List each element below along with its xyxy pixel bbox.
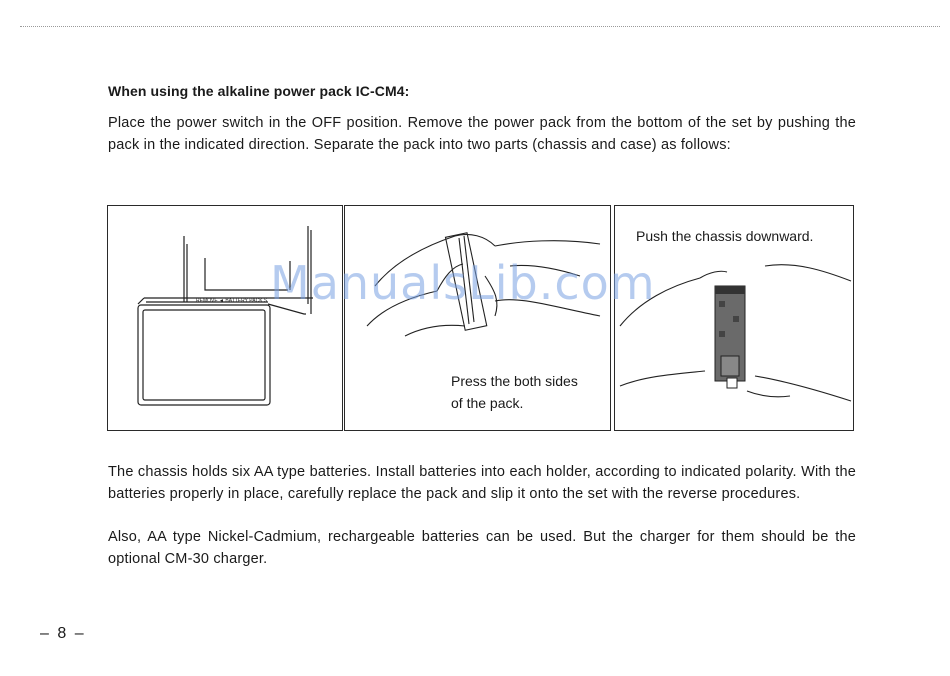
watermark-text: ManualsLib.com: [270, 256, 656, 310]
figure-remove-pack: REMOVE ◄ BATTERY PACK S: [107, 205, 343, 431]
body-paragraph-2: Also, AA type Nickel-Cadmium, rechargeab…: [108, 527, 856, 570]
caption-line-2: of the pack.: [451, 395, 524, 411]
figure-press-sides: Press the both sides of the pack.: [344, 205, 611, 431]
push-chassis-illustration: Push the chassis downward.: [619, 228, 852, 402]
caption-line-1: Press the both sides: [451, 373, 578, 389]
press-sides-illustration: Press the both sides of the pack.: [366, 232, 601, 414]
scan-artifact-line: [20, 26, 940, 27]
body-text-2: Also, AA type Nickel-Cadmium, rechargeab…: [108, 529, 856, 567]
pack-label-text: REMOVE ◄ BATTERY PACK S: [196, 298, 268, 304]
push-chassis-caption: Push the chassis downward.: [636, 228, 814, 244]
page-number: – 8 –: [40, 625, 86, 642]
body-paragraph-1: The chassis holds six AA type batteries.…: [108, 462, 856, 505]
intro-text: Place the power switch in the OFF positi…: [108, 115, 856, 153]
press-sides-caption: Press the both sides of the pack.: [451, 370, 601, 414]
section-heading: When using the alkaline power pack IC-CM…: [108, 83, 410, 99]
remove-pack-illustration: REMOVE ◄ BATTERY PACK S: [137, 226, 313, 406]
figure-push-chassis: Push the chassis downward.: [614, 205, 854, 431]
intro-paragraph: Place the power switch in the OFF positi…: [108, 113, 856, 156]
body-text-1: The chassis holds six AA type batteries.…: [108, 464, 856, 502]
